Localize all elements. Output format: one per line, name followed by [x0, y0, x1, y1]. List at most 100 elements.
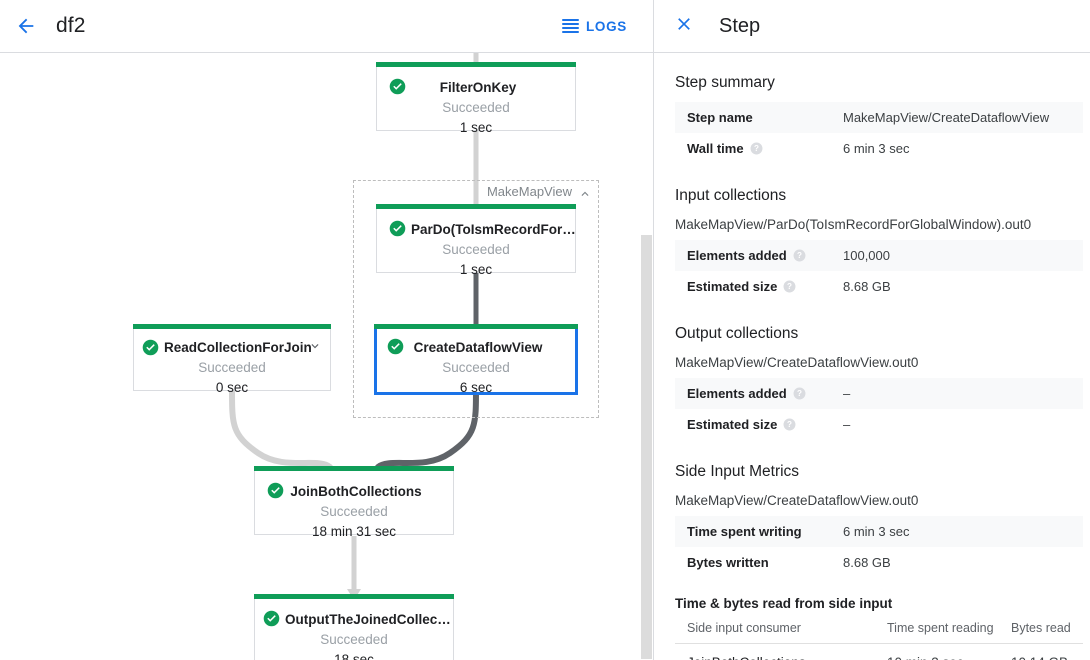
table-row: Time spent writing 6 min 3 sec	[675, 516, 1083, 547]
row-value: 6 min 3 sec	[843, 141, 910, 156]
node-status-bar	[374, 324, 578, 329]
row-value: –	[843, 417, 851, 432]
group-makemapview[interactable]: MakeMapView	[353, 180, 599, 418]
back-button[interactable]	[4, 4, 48, 48]
output-collections-table: Elements added? – Estimated size? –	[675, 378, 1083, 440]
node-duration: 18 min 31 sec	[311, 524, 397, 539]
side-input-read-subheading: Time & bytes read from side input	[675, 596, 893, 611]
row-key: Time spent writing	[687, 524, 802, 539]
input-collection-name: MakeMapView/ParDo(ToIsmRecordForGlobalWi…	[675, 217, 1032, 232]
pane-divider	[653, 0, 654, 660]
help-icon[interactable]: ?	[750, 142, 763, 155]
node-status: Succeeded	[442, 242, 510, 257]
node-title: JoinBothCollections	[290, 484, 422, 499]
row-key: Elements added?	[675, 240, 843, 271]
cell-side-input-consumer: JoinBothCollections	[675, 643, 875, 660]
cell-time-spent-reading: 10 min 3 sec	[875, 643, 999, 660]
row-key: Bytes written	[687, 555, 769, 570]
svg-text:?: ?	[754, 144, 759, 153]
row-key: Estimated size?	[675, 409, 843, 440]
column-header-bytes-read: Bytes read	[999, 613, 1083, 644]
check-circle-icon	[142, 339, 159, 356]
row-value: 6 min 3 sec	[843, 524, 910, 539]
graph-scrollbar[interactable]	[640, 53, 653, 660]
graph-node-pardo-toismrecord[interactable]: ParDo(ToIsmRecordFor… Succeeded 1 sec	[376, 204, 576, 277]
table-row: JoinBothCollections 10 min 3 sec 10.14 G…	[675, 643, 1083, 660]
step-details-pane: Step Step summary Step name MakeMapView/…	[653, 0, 1090, 660]
logs-button-label: LOGS	[585, 18, 627, 34]
side-input-collection-name: MakeMapView/CreateDataflowView.out0	[675, 493, 919, 508]
output-collection-name: MakeMapView/CreateDataflowView.out0	[675, 355, 919, 370]
step-summary-table: Step name MakeMapView/CreateDataflowView…	[675, 102, 1083, 164]
graph-node-readcollectionforjoin[interactable]: ReadCollectionForJoin Succeeded 0 sec	[133, 324, 331, 395]
help-icon[interactable]: ?	[783, 418, 796, 431]
help-icon[interactable]: ?	[793, 249, 806, 262]
node-status-bar	[376, 62, 576, 67]
node-status: Succeeded	[320, 632, 388, 647]
table-header-row: Side input consumer Time spent reading B…	[675, 613, 1083, 644]
side-input-metrics-heading: Side Input Metrics	[675, 463, 800, 480]
node-title: ParDo(ToIsmRecordFor…	[411, 222, 575, 237]
close-icon	[674, 14, 694, 39]
hamburger-icon	[561, 19, 579, 33]
table-row: Step name MakeMapView/CreateDataflowView	[675, 102, 1083, 133]
graph-node-joinbothcollections[interactable]: JoinBothCollections Succeeded 18 min 31 …	[254, 466, 454, 539]
svg-text:?: ?	[797, 389, 802, 398]
table-row: Wall time? 6 min 3 sec	[675, 133, 1083, 164]
table-row: Elements added? –	[675, 378, 1083, 409]
node-title: CreateDataflowView	[413, 340, 543, 355]
output-collections-heading: Output collections	[675, 325, 799, 342]
row-value: MakeMapView/CreateDataflowView	[843, 110, 1050, 125]
row-value: 8.68 GB	[843, 555, 891, 570]
step-summary-heading: Step summary	[675, 74, 775, 91]
edge-createdataflowview-to-joinbothcollections	[375, 386, 479, 470]
column-header-time-spent-reading: Time spent reading	[875, 613, 999, 644]
close-panel-button[interactable]	[663, 5, 705, 47]
column-header-side-input-consumer: Side input consumer	[675, 613, 875, 644]
node-title: FilterOnKey	[439, 80, 517, 95]
check-circle-icon	[389, 78, 406, 95]
edge-readcollection-to-joinbothcollections	[229, 387, 333, 470]
node-duration: 1 sec	[459, 262, 493, 277]
row-value: 100,000	[843, 248, 890, 263]
graph-node-filteronkey[interactable]: FilterOnKey Succeeded 1 sec	[376, 62, 576, 135]
help-icon[interactable]: ?	[783, 280, 796, 293]
job-graph-canvas[interactable]: MakeMapView FilterOnKey Succeeded	[0, 53, 653, 660]
graph-node-outputthejoinedcollection[interactable]: OutputTheJoinedCollec… Succeeded 18 sec	[254, 594, 454, 660]
svg-text:?: ?	[787, 282, 792, 291]
input-collections-table: Elements added? 100,000 Estimated size? …	[675, 240, 1083, 302]
table-row: Estimated size? 8.68 GB	[675, 271, 1083, 302]
chevron-down-icon[interactable]	[308, 339, 322, 353]
check-circle-icon	[267, 482, 284, 499]
arrow-left-icon	[15, 15, 37, 37]
node-status-bar	[133, 324, 331, 329]
step-panel-body: Step summary Step name MakeMapView/Creat…	[653, 53, 1090, 660]
svg-text:?: ?	[787, 420, 792, 429]
node-status: Succeeded	[442, 360, 510, 375]
top-app-bar: df2 LOGS	[0, 0, 653, 53]
node-status: Succeeded	[320, 504, 388, 519]
svg-text:?: ?	[797, 251, 802, 260]
chevron-up-icon[interactable]	[578, 187, 592, 201]
node-duration: 18 sec	[334, 652, 374, 660]
row-key: Wall time?	[675, 133, 843, 164]
job-graph-pane: df2 LOGS	[0, 0, 653, 660]
node-title: ReadCollectionForJoin	[164, 340, 312, 355]
cell-bytes-read: 10.14 GB	[999, 643, 1083, 660]
row-value: 8.68 GB	[843, 279, 891, 294]
node-duration: 1 sec	[459, 120, 493, 135]
row-key: Elements added?	[675, 378, 843, 409]
node-status: Succeeded	[442, 100, 510, 115]
row-value: –	[843, 386, 851, 401]
logs-button[interactable]: LOGS	[558, 13, 631, 40]
group-label: MakeMapView	[486, 184, 572, 199]
node-status-bar	[254, 466, 454, 471]
node-status-bar	[376, 204, 576, 209]
step-panel-header: Step	[653, 0, 1090, 53]
graph-node-createdataflowview[interactable]: CreateDataflowView Succeeded 6 sec	[374, 324, 578, 395]
row-key: Estimated size?	[675, 271, 843, 302]
table-row: Bytes written 8.68 GB	[675, 547, 1083, 578]
help-icon[interactable]: ?	[793, 387, 806, 400]
graph-scrollbar-thumb[interactable]	[641, 235, 652, 659]
